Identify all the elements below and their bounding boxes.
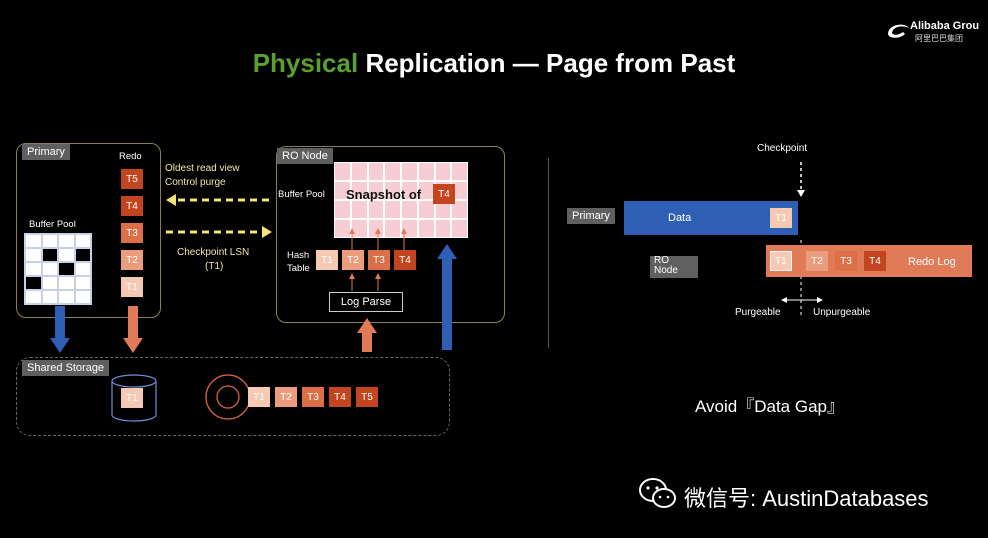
- shared-storage-box: [16, 357, 450, 436]
- blue-up-arrow: [437, 244, 457, 350]
- alibaba-logo: Alibaba Grou 阿里巴巴集团: [885, 20, 988, 46]
- small-up-arrows: [349, 228, 407, 250]
- checkpoint-lsn-value: (T1): [205, 261, 224, 272]
- cylinder-item: T1: [121, 388, 143, 408]
- ro-buffer-pool-label: Buffer Pool: [278, 189, 325, 200]
- timeline-redo-item: T4: [864, 251, 886, 271]
- wechat-icon: [639, 478, 676, 508]
- redo-log-label: Redo Log: [908, 256, 956, 268]
- section-divider: [548, 158, 549, 348]
- log-parse-box: Log Parse: [329, 292, 403, 312]
- avoid-data-gap-text: Avoid『Data Gap』: [695, 397, 844, 416]
- ro-tag-line1: RO: [654, 255, 669, 266]
- primary-buffer-pool-label: Buffer Pool: [29, 219, 76, 230]
- data-label: Data: [668, 212, 692, 224]
- control-purge-label: Control purge: [165, 177, 226, 188]
- hash-item: T4: [394, 250, 416, 270]
- hash-item: T3: [368, 250, 390, 270]
- storage-log-item: T3: [302, 387, 324, 407]
- hash-item: T1: [316, 250, 338, 270]
- read-view-label: Oldest read view: [165, 163, 240, 174]
- snapshot-item: T4: [433, 184, 455, 204]
- checkpoint-label: Checkpoint: [757, 143, 808, 154]
- redo-item: T2: [121, 250, 143, 270]
- storage-log-item: T2: [275, 387, 297, 407]
- unpurgeable-label: Unpurgeable: [813, 307, 871, 318]
- redo-item: T4: [121, 196, 143, 216]
- data-bar: [624, 201, 798, 235]
- redo-item: T3: [121, 223, 143, 243]
- purge-boundary-arrow: [781, 297, 823, 303]
- page-title: Physical Replication — Page from Past: [0, 48, 988, 79]
- ro-tag-line2: Node: [654, 265, 678, 276]
- watermark-text: 微信号: AustinDatabases: [684, 486, 929, 511]
- primary-tag: Primary: [22, 144, 70, 160]
- table-label: Table: [287, 263, 310, 274]
- alibaba-logo-icon: [888, 24, 909, 38]
- checkpoint-lsn-label: Checkpoint LSN: [177, 247, 250, 258]
- orange-down-arrow: [123, 306, 143, 353]
- log-parse-up-arrows: [349, 273, 381, 291]
- purgeable-label: Purgeable: [735, 307, 781, 318]
- ro-buffer-pool-grid: [334, 162, 468, 238]
- ro-node-tag: RO Node: [277, 148, 333, 164]
- redo-label: Redo: [119, 151, 142, 162]
- orange-up-arrow: [357, 318, 377, 352]
- redo-item: T5: [121, 169, 143, 189]
- timeline-ro-tag: RO Node: [650, 256, 698, 278]
- storage-log-item: T1: [248, 387, 270, 407]
- timeline-redo-item: T2: [806, 251, 828, 271]
- ro-node-box: [276, 146, 505, 323]
- timeline-redo-item: T3: [835, 251, 857, 271]
- snapshot-label: Snapshot of: [346, 187, 422, 202]
- blue-down-arrow: [50, 306, 70, 353]
- title-rest: Replication — Page from Past: [365, 48, 736, 78]
- dashed-arrows: [166, 194, 272, 238]
- logo-text: Alibaba Grou: [910, 20, 980, 32]
- storage-log-item: T5: [356, 387, 378, 407]
- timeline-primary-tag: Primary: [567, 208, 615, 224]
- primary-buffer-pool-grid: [24, 233, 92, 305]
- logo-subtext: 阿里巴巴集团: [915, 34, 963, 43]
- shared-storage-tag: Shared Storage: [22, 360, 110, 376]
- hash-item: T2: [342, 250, 364, 270]
- storage-cylinder-icon: [111, 374, 157, 422]
- primary-box: [16, 143, 161, 318]
- hash-label: Hash: [287, 250, 310, 261]
- data-item: T1: [770, 208, 792, 228]
- redo-item: T1: [121, 277, 143, 297]
- storage-log-item: T4: [329, 387, 351, 407]
- title-highlight: Physical: [252, 48, 359, 78]
- timeline-redo-item: T1: [770, 251, 792, 271]
